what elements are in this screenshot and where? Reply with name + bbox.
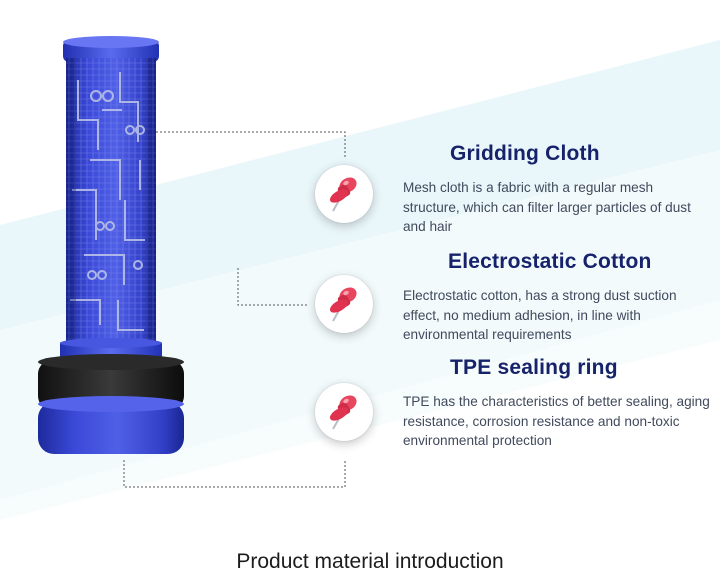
- feature-description-gridding-cloth: Mesh cloth is a fabric with a regular me…: [403, 180, 691, 234]
- feature-title-tpe-sealing-ring: TPE sealing ring: [450, 356, 618, 379]
- feature-description-tpe-sealing-ring: TPE has the characteristics of better se…: [403, 394, 710, 448]
- pin-badge-electrostatic-cotton: [315, 275, 373, 333]
- feature-title-electrostatic-cotton: Electrostatic Cotton: [448, 250, 652, 273]
- feature-title-gridding-cloth: Gridding Cloth: [450, 142, 600, 165]
- push-pin-icon: [329, 395, 357, 430]
- push-pin-icon: [329, 177, 357, 212]
- pin-badge-tpe-sealing-ring: [315, 383, 373, 441]
- filter-product-image: [38, 36, 184, 454]
- push-pin-icon: [329, 287, 357, 322]
- pin-badge-gridding-cloth: [315, 165, 373, 223]
- feature-description-electrostatic-cotton: Electrostatic cotton, has a strong dust …: [403, 288, 677, 342]
- product-caption: Product material introduction: [236, 550, 504, 573]
